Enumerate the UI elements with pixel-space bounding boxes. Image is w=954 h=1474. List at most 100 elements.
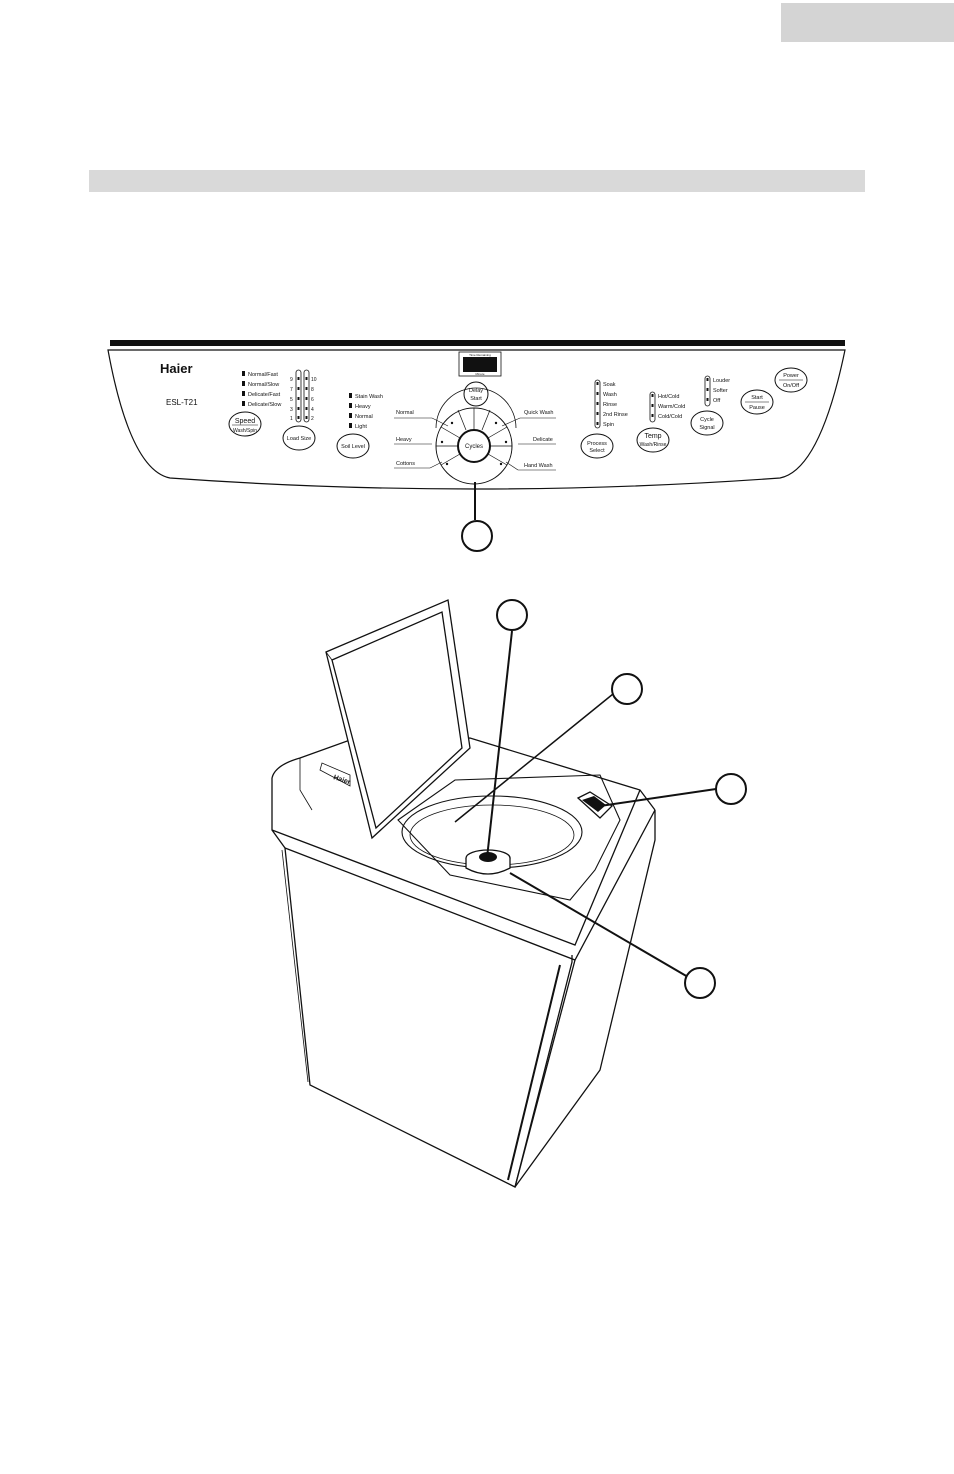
process-label: Process [587, 441, 607, 447]
process-select-button[interactable]: Process Select [580, 433, 614, 459]
speed-option-2: Normal/Slow [248, 382, 279, 388]
load-right-4: 4 [311, 407, 314, 413]
delay-label: Delay [469, 388, 483, 394]
model-number: ESL-T21 [166, 398, 198, 407]
select-label: Select [589, 448, 605, 454]
speed-indicator-4 [242, 401, 245, 406]
load-right-3: 6 [311, 397, 314, 403]
temp-button[interactable]: Temp Wash/Rinse [636, 427, 670, 453]
top-deck-front [271, 789, 641, 946]
process-option-2: Wash [603, 392, 617, 398]
display-top-label: Time Remaining [469, 353, 491, 357]
callout-circle-tub [611, 673, 643, 705]
speed-option-1: Normal/Fast [248, 372, 278, 378]
cycles-center-label: Cycles [465, 444, 483, 450]
soil-option-4: Light [355, 424, 367, 430]
pause-button-label: Pause [749, 405, 765, 411]
temp-option-2: Warm/Cold [658, 404, 685, 410]
load-size-button[interactable]: Load Size [282, 425, 316, 451]
lid-inner [331, 611, 463, 830]
lid-brand-badge [319, 762, 351, 787]
cycle-normal: Normal [396, 410, 414, 416]
load-right-5: 2 [311, 416, 314, 422]
speed-indicator-2 [242, 381, 245, 386]
callout-circle-agitator [684, 967, 716, 999]
speed-option-4: Delicate/Slow [248, 402, 281, 408]
load-left-2: 7 [290, 387, 293, 393]
speed-indicator-1 [242, 371, 245, 376]
process-option-3: Rinse [603, 402, 617, 408]
power-button-label: Power [783, 373, 799, 379]
load-size-scale: 9 7 5 3 1 10 8 6 4 2 [290, 369, 317, 423]
temp-options: Hot/Cold Warm/Cold Cold/Cold [649, 391, 685, 423]
display-screen [463, 357, 497, 372]
control-panel: Haier ESL-T21 Normal/Fast Normal/Slow De… [107, 340, 846, 552]
load-right-2: 8 [311, 387, 314, 393]
section-title-bar [89, 170, 865, 192]
time-display: Time Remaining Minute [458, 351, 502, 377]
cycle-label: Cycle [700, 417, 714, 423]
lid-brand-text: Haier [332, 774, 351, 786]
soil-option-2: Heavy [355, 404, 371, 410]
cabinet-outline [271, 778, 573, 1188]
cycle-quick-wash: Quick Wash [524, 410, 553, 416]
agitator-base [465, 858, 511, 875]
lid-outer [325, 599, 471, 840]
callout-line-agitator [509, 872, 689, 978]
soil-option-1: Stain Wash [355, 394, 383, 400]
cycle-signal-options: Louder Softer Off [704, 375, 730, 407]
on-off-label: On/Off [783, 383, 800, 389]
load-left-3: 5 [290, 397, 293, 403]
header-tab-box [781, 3, 954, 42]
soil-option-3: Normal [355, 414, 373, 420]
cycle-delicate: Delicate [533, 437, 553, 443]
load-right-1: 10 [311, 377, 317, 383]
cabinet-right-side [514, 810, 656, 1188]
washer-body [271, 599, 656, 1188]
tub-opening [397, 774, 621, 901]
callout-circle-dispenser [715, 773, 747, 805]
start-pause-button[interactable]: Start Pause [740, 389, 774, 415]
speed-button-sublabel: Wash/Spin [233, 428, 257, 434]
cycles-dial[interactable]: Cycles Normal Heavy Cottons Quick Wash D… [394, 387, 556, 485]
callouts [454, 599, 747, 999]
callout-line-dispenser [599, 788, 717, 807]
signal-label: Signal [699, 425, 714, 431]
load-left-4: 3 [290, 407, 293, 413]
temp-button-sublabel: Wash/Rinse [640, 442, 667, 448]
cycle-hand-wash: Hand Wash [524, 463, 553, 469]
soil-level-options: Stain Wash Heavy Normal Light [349, 393, 383, 430]
temp-option-3: Cold/Cold [658, 414, 682, 420]
speed-button-label: Speed [235, 418, 255, 425]
process-option-1: Soak [603, 382, 616, 388]
temp-button-label: Temp [644, 433, 661, 440]
panel-top-bar [110, 340, 845, 346]
process-option-4: 2nd Rinse [603, 412, 628, 418]
soil-level-button-label: Soil Level [341, 444, 365, 450]
signal-option-1: Louder [713, 378, 730, 384]
callout-circle-panel [461, 520, 493, 552]
callout-line-agitator-cap [486, 630, 513, 859]
load-left-1: 9 [290, 377, 293, 383]
soil-level-button[interactable]: Soil Level [336, 433, 370, 459]
power-button[interactable]: Power On/Off [774, 367, 808, 393]
start-label: Start [470, 396, 482, 402]
signal-option-3: Off [713, 398, 721, 404]
cycle-heavy: Heavy [396, 437, 412, 443]
signal-option-2: Softer [713, 388, 728, 394]
callout-circle-agitator-cap [496, 599, 528, 631]
callout-line-tub [454, 693, 614, 823]
delay-start-button[interactable]: Delay Start [463, 381, 489, 407]
brand-logo: Haier [160, 361, 193, 376]
cabinet-front-corner [514, 959, 576, 1188]
temp-option-1: Hot/Cold [658, 394, 679, 400]
speed-options: Normal/Fast Normal/Slow Delicate/Fast De… [242, 371, 281, 408]
speed-button[interactable]: Speed Wash/Spin [228, 411, 262, 437]
cycle-cottons: Cottons [396, 461, 415, 467]
speed-option-3: Delicate/Fast [248, 392, 281, 398]
load-left-5: 1 [290, 416, 293, 422]
cycle-signal-button[interactable]: Cycle Signal [690, 410, 724, 436]
display-bottom-label: Minute [475, 372, 484, 376]
cycles-center-button[interactable] [457, 429, 491, 463]
